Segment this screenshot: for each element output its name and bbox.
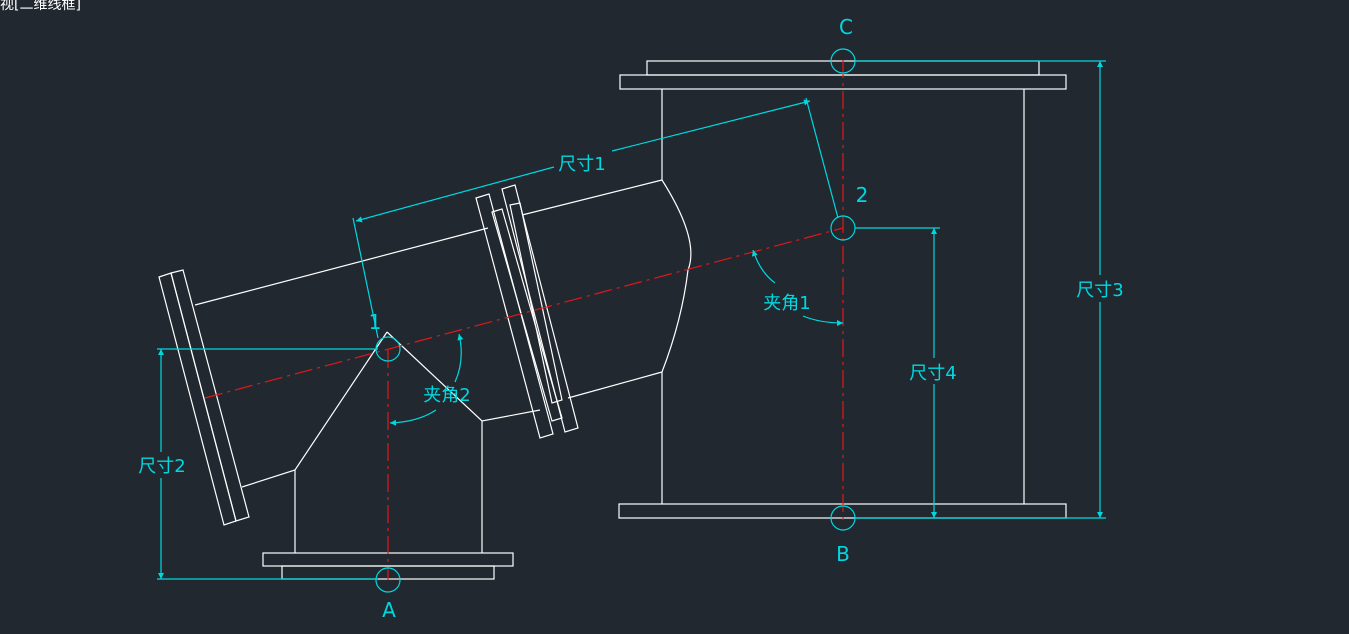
- angle2-arc-upper: [454, 333, 464, 383]
- point-b-label: B: [836, 542, 850, 566]
- branch-intersection-curve: [661, 179, 692, 373]
- branch-top-edge-right: [521, 179, 663, 216]
- branch-pipe: [158, 179, 692, 526]
- point-2-label: 2: [856, 183, 869, 207]
- angle1-arc-upper: [751, 249, 776, 284]
- dimension-4[interactable]: 尺寸4: [855, 227, 957, 518]
- dim4-text[interactable]: 尺寸4: [909, 363, 956, 384]
- point-c-label: C: [839, 15, 853, 39]
- dim1-extension-left: [352, 217, 379, 339]
- dimension-1[interactable]: 尺寸1: [352, 97, 839, 339]
- branch-end-flange-inner: [170, 269, 250, 522]
- dim1-line-left: [355, 166, 555, 223]
- angle-1[interactable]: 夹角1: [751, 249, 844, 326]
- dim3-text[interactable]: 尺寸3: [1076, 280, 1123, 301]
- centerlines: [204, 60, 844, 580]
- branch-centerline: [204, 227, 844, 399]
- dim2-text[interactable]: 尺寸2: [138, 456, 185, 477]
- viewport-label[interactable]: 视[二维线框]: [0, 0, 81, 13]
- branch-end-flange-outer: [158, 272, 237, 526]
- transition-right-edge: [386, 331, 541, 422]
- angle1-text[interactable]: 夹角1: [763, 293, 810, 314]
- dimension-2[interactable]: 尺寸2: [138, 348, 378, 580]
- angle1-arc-lower: [802, 315, 844, 326]
- point-markers: [375, 48, 856, 593]
- dim1-text[interactable]: 尺寸1: [558, 154, 605, 175]
- mid-flange-a: [475, 193, 554, 439]
- angle2-text[interactable]: 夹角2: [423, 385, 470, 406]
- angle2-arc-lower: [389, 409, 437, 426]
- dim1-line-right: [611, 99, 811, 152]
- mid-flange-b: [491, 208, 563, 422]
- branch-bottom-edge-right: [567, 371, 663, 399]
- dimension-3[interactable]: 尺寸3: [855, 60, 1124, 519]
- dim1-extension-right: [805, 97, 839, 219]
- mid-flange-d: [509, 202, 563, 404]
- branch-top-edge-left: [194, 227, 489, 306]
- bottom-pipe: [241, 331, 541, 580]
- point-a-marker[interactable]: [375, 567, 401, 593]
- angle-2[interactable]: 夹角2: [389, 333, 471, 426]
- point-a-label: A: [382, 598, 396, 622]
- mid-flange-c: [501, 184, 579, 433]
